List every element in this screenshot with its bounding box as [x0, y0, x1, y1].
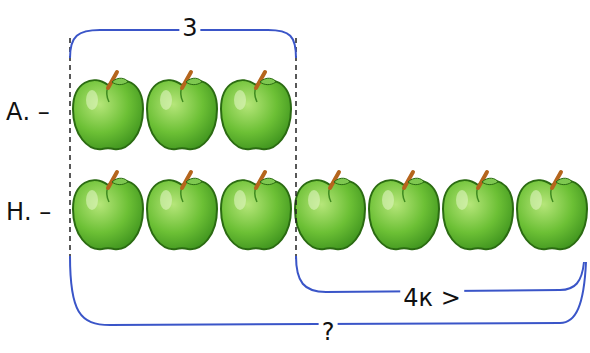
count-label: 3: [179, 16, 200, 40]
difference-label: 4к >: [400, 286, 464, 310]
apple-row-n: [73, 172, 587, 249]
dashed-guides: [70, 38, 296, 262]
question-mark: ?: [319, 320, 338, 344]
row-name: А. –: [6, 100, 50, 124]
apple-row-a: [73, 72, 291, 149]
row-name: Н. –: [6, 200, 51, 224]
brackets: [70, 30, 586, 325]
